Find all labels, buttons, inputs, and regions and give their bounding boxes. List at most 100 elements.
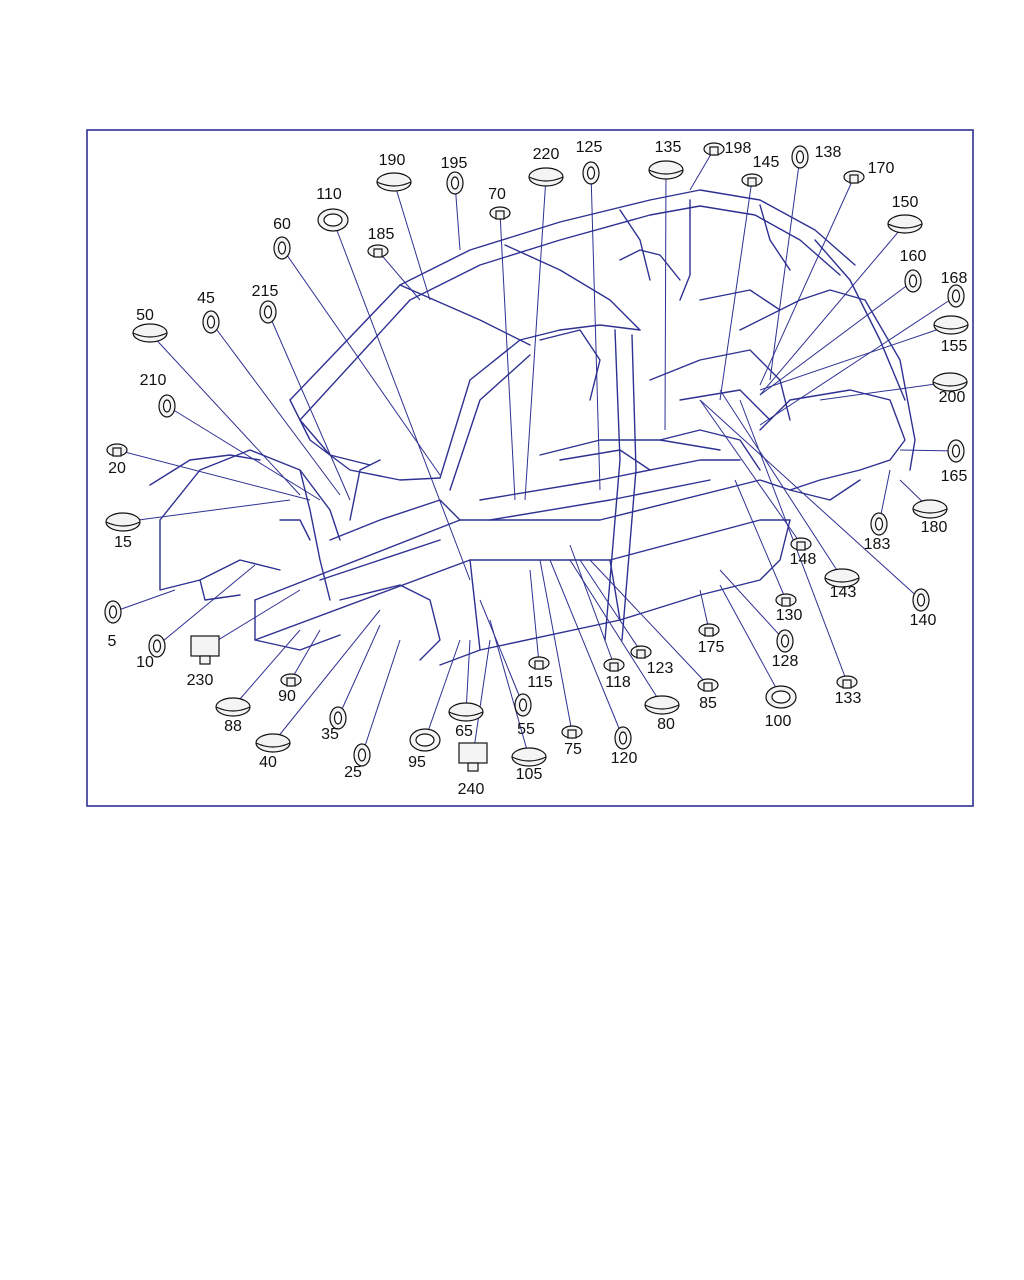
part-190 — [376, 172, 412, 192]
part-125 — [582, 161, 600, 185]
callout-label-170: 170 — [868, 160, 895, 177]
leader-line-25 — [361, 639, 401, 756]
part-160 — [904, 269, 922, 293]
part-40 — [255, 733, 291, 753]
part-5 — [104, 600, 122, 624]
callout-label-110: 110 — [316, 186, 342, 203]
part-80 — [644, 695, 680, 715]
callout-label-125: 125 — [576, 139, 603, 156]
callout-label-105: 105 — [516, 766, 543, 783]
callout-label-180: 180 — [921, 519, 948, 536]
leader-line-160 — [759, 280, 914, 396]
leader-line-105 — [489, 619, 530, 758]
leader-line-128 — [719, 569, 786, 642]
leader-line-100 — [719, 584, 782, 698]
leader-line-185 — [377, 250, 421, 301]
leader-line-168 — [759, 295, 957, 426]
leader-line-145 — [719, 179, 753, 401]
callout-label-128: 128 — [772, 653, 799, 670]
leader-line-20 — [116, 449, 311, 501]
part-150 — [887, 214, 923, 234]
part-183 — [870, 512, 888, 536]
callout-label-10: 10 — [136, 654, 154, 671]
callout-label-115: 115 — [527, 674, 553, 691]
callout-label-190: 190 — [379, 152, 406, 169]
callout-label-133: 133 — [835, 690, 862, 707]
callout-label-40: 40 — [259, 754, 277, 771]
callout-label-220: 220 — [533, 146, 560, 163]
callout-label-155: 155 — [941, 338, 968, 355]
part-118 — [603, 658, 625, 672]
callout-label-120: 120 — [611, 750, 638, 767]
callout-label-95: 95 — [408, 754, 426, 771]
part-25 — [353, 743, 371, 767]
callout-label-138: 138 — [815, 144, 842, 161]
leader-line-175 — [699, 589, 710, 631]
part-100 — [765, 685, 797, 709]
part-168 — [947, 284, 965, 308]
leader-line-60 — [281, 247, 441, 476]
leader-line-138 — [769, 156, 801, 381]
leader-line-70 — [499, 212, 516, 501]
part-110 — [317, 208, 349, 232]
leader-line-130 — [734, 479, 787, 601]
callout-label-143: 143 — [830, 584, 857, 601]
callout-label-175: 175 — [698, 639, 725, 656]
part-128 — [776, 629, 794, 653]
part-20 — [106, 443, 128, 457]
part-60 — [273, 236, 291, 260]
callout-label-230: 230 — [187, 672, 214, 689]
leader-line-15 — [122, 499, 291, 523]
part-240 — [458, 742, 488, 772]
part-105 — [511, 747, 547, 767]
part-120 — [614, 726, 632, 750]
callout-label-118: 118 — [605, 674, 631, 691]
callout-label-100: 100 — [765, 713, 792, 730]
part-85 — [697, 678, 719, 692]
part-50 — [132, 323, 168, 343]
callout-label-150: 150 — [892, 194, 919, 211]
callout-label-215: 215 — [252, 283, 279, 300]
callout-label-135: 135 — [655, 139, 682, 156]
part-175 — [698, 623, 720, 637]
leader-line-120 — [549, 559, 624, 739]
part-90 — [280, 673, 302, 687]
callout-label-240: 240 — [458, 781, 485, 798]
leader-line-210 — [166, 405, 321, 501]
callout-label-85: 85 — [699, 695, 717, 712]
leader-line-118 — [569, 544, 615, 666]
part-123 — [630, 645, 652, 659]
callout-label-70: 70 — [488, 186, 506, 203]
callout-label-123: 123 — [647, 660, 674, 677]
leader-line-5 — [112, 589, 176, 613]
leader-line-65 — [465, 639, 471, 713]
callout-label-60: 60 — [273, 216, 291, 233]
callout-label-20: 20 — [108, 460, 126, 477]
part-145 — [741, 173, 763, 187]
part-sketches — [104, 142, 969, 772]
leader-line-125 — [590, 172, 601, 491]
part-140 — [912, 588, 930, 612]
leader-line-10 — [156, 564, 256, 647]
callout-label-160: 160 — [900, 248, 927, 265]
leader-line-85 — [589, 559, 709, 686]
callout-label-183: 183 — [864, 536, 891, 553]
callout-label-65: 65 — [455, 723, 473, 740]
part-138 — [791, 145, 809, 169]
leader-line-75 — [539, 559, 573, 733]
part-210 — [158, 394, 176, 418]
part-215 — [259, 300, 277, 324]
part-70 — [489, 206, 511, 220]
leader-line-220 — [524, 176, 547, 501]
callout-label-5: 5 — [108, 633, 117, 650]
callout-label-50: 50 — [136, 307, 154, 324]
part-135 — [648, 160, 684, 180]
callout-label-140: 140 — [910, 612, 937, 629]
leader-lines — [112, 148, 957, 758]
part-200 — [932, 372, 968, 392]
leader-line-198 — [689, 148, 715, 191]
leader-line-45 — [210, 321, 341, 496]
leader-line-155 — [759, 324, 952, 391]
part-143 — [824, 568, 860, 588]
